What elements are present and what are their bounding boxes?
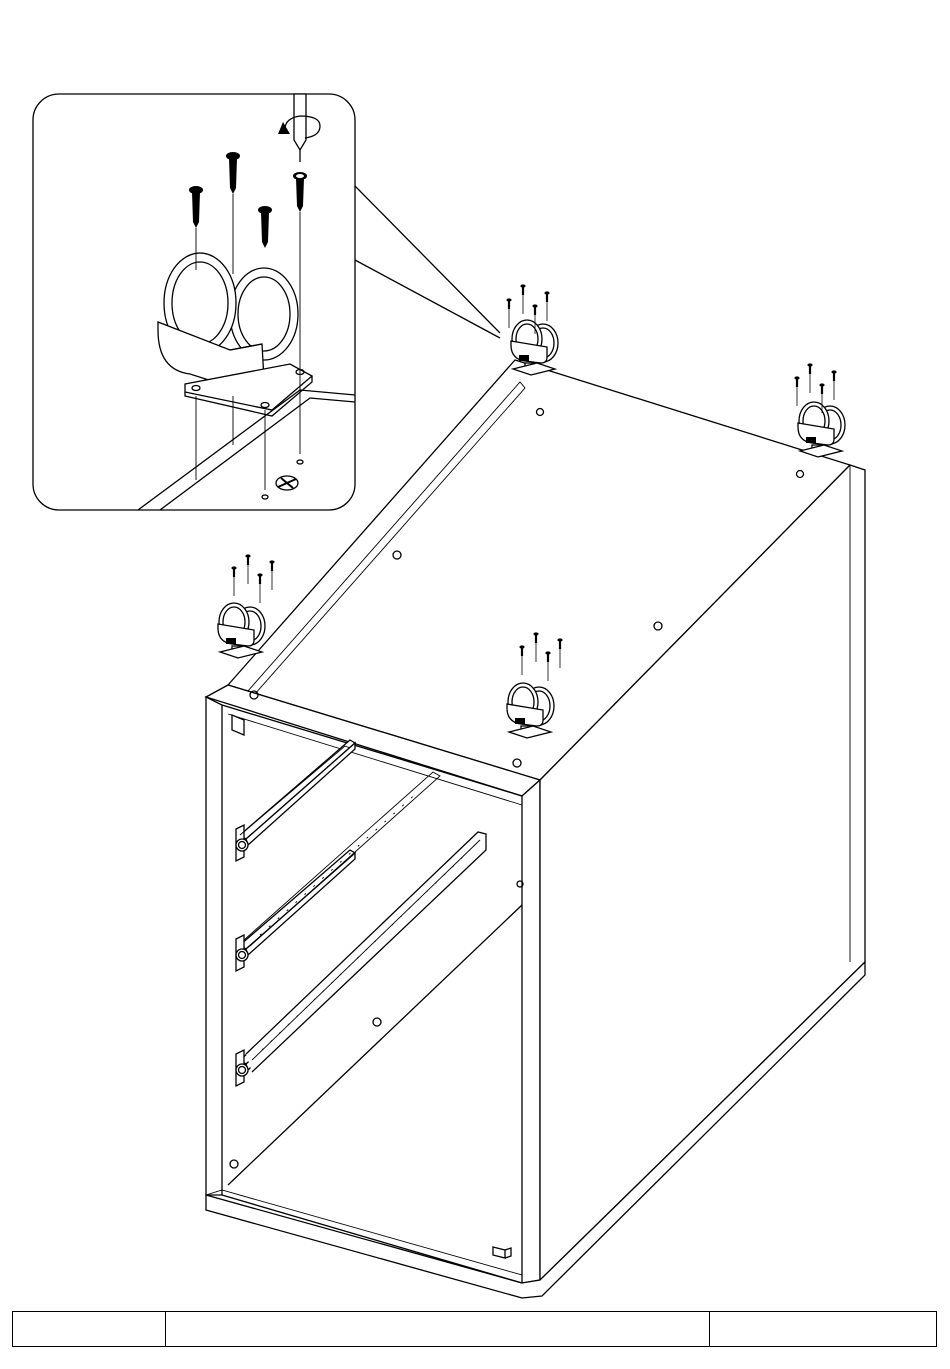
title-block-right-cell <box>710 1312 936 1346</box>
caster-front-left <box>218 603 265 658</box>
drawer-runners <box>236 740 486 1086</box>
cabinet-right-side <box>522 780 540 1283</box>
detail-callout <box>33 94 500 510</box>
drawer-runner-top <box>236 740 355 861</box>
title-block-left-cell <box>13 1312 166 1346</box>
title-block <box>12 1311 937 1347</box>
title-block-middle-cell <box>166 1312 710 1346</box>
caster-front-left-screws <box>231 554 274 603</box>
caster-back-right <box>798 402 845 457</box>
cabinet-left-panel <box>206 697 222 1195</box>
callout-leader <box>355 186 500 338</box>
